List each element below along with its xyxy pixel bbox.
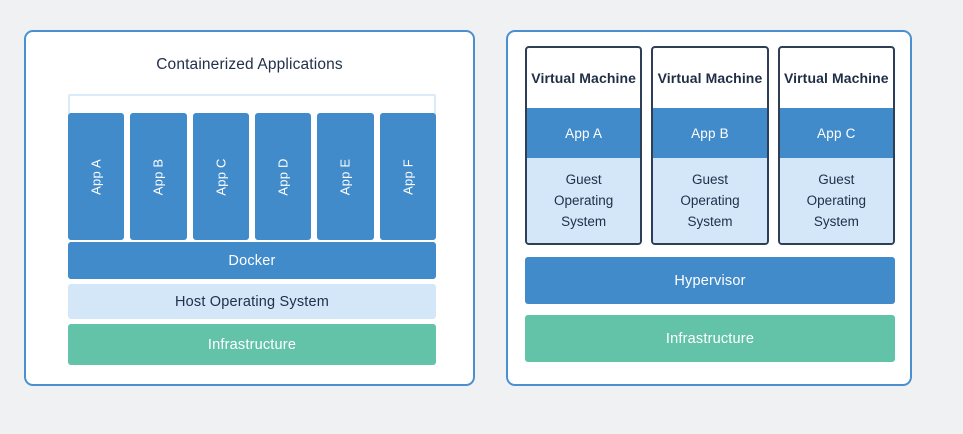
virtual-machines-card: Virtual Machine App A Guest Operating Sy…: [506, 30, 912, 386]
guest-os-line-3: System: [687, 214, 733, 230]
container-app-a[interactable]: App A: [68, 113, 125, 240]
guest-os-line-2: Operating: [554, 192, 614, 208]
container-app-b[interactable]: App B: [130, 113, 187, 240]
virtual-machine-2[interactable]: Virtual Machine App B Guest Operating Sy…: [651, 46, 769, 245]
host-operating-system-layer: Host Operating System: [68, 284, 436, 319]
virtual-machine-3-guest-os: Guest Operating System: [779, 158, 893, 243]
container-app-c-label: App C: [213, 157, 229, 196]
container-app-f[interactable]: App F: [379, 113, 436, 240]
virtual-machine-1[interactable]: Virtual Machine App A Guest Operating Sy…: [525, 46, 643, 245]
container-app-a-label: App A: [88, 158, 104, 195]
guest-os-line-1: Guest: [565, 171, 602, 187]
container-app-c[interactable]: App C: [192, 113, 249, 240]
virtual-machine-1-title: Virtual Machine: [531, 70, 637, 86]
guest-os-line-3: System: [561, 214, 607, 230]
guest-os-line-3: System: [813, 214, 859, 230]
container-runtime-frame: [68, 94, 436, 116]
docker-layer: Docker: [68, 242, 436, 279]
virtual-machine-3[interactable]: Virtual Machine App C Guest Operating Sy…: [777, 46, 895, 245]
guest-os-line-1: Guest: [691, 171, 728, 187]
container-app-d[interactable]: App D: [254, 113, 312, 240]
hypervisor-layer: Hypervisor: [525, 257, 895, 304]
virtual-machine-2-title: Virtual Machine: [657, 70, 763, 86]
virtual-machine-2-app: App B: [653, 108, 767, 158]
virtual-machine-1-app: App A: [527, 108, 641, 158]
guest-os-line-2: Operating: [806, 192, 866, 208]
container-app-e[interactable]: App E: [317, 113, 374, 240]
page-title: Containerized Applications: [156, 56, 343, 73]
guest-os-line-2: Operating: [680, 192, 740, 208]
container-apps-row: App A App B App C App D App E App F: [68, 113, 436, 240]
virtual-machine-3-app: App C: [779, 108, 893, 158]
infrastructure-layer-containers: Infrastructure: [68, 324, 436, 365]
virtual-machine-1-guest-os: Guest Operating System: [527, 158, 641, 243]
virtual-machine-2-guest-os: Guest Operating System: [653, 158, 767, 243]
virtual-machine-3-title: Virtual Machine: [783, 70, 889, 86]
container-app-f-label: App F: [400, 158, 416, 195]
container-app-d-label: App D: [275, 157, 291, 196]
container-app-b-label: App B: [150, 158, 166, 195]
infrastructure-layer-vms: Infrastructure: [525, 315, 895, 362]
guest-os-line-1: Guest: [818, 171, 855, 187]
virtual-machines-row: Virtual Machine App A Guest Operating Sy…: [525, 46, 895, 245]
container-app-e-label: App E: [337, 158, 353, 195]
containerized-applications-card: Containerized Applications App A App B A…: [24, 30, 475, 386]
